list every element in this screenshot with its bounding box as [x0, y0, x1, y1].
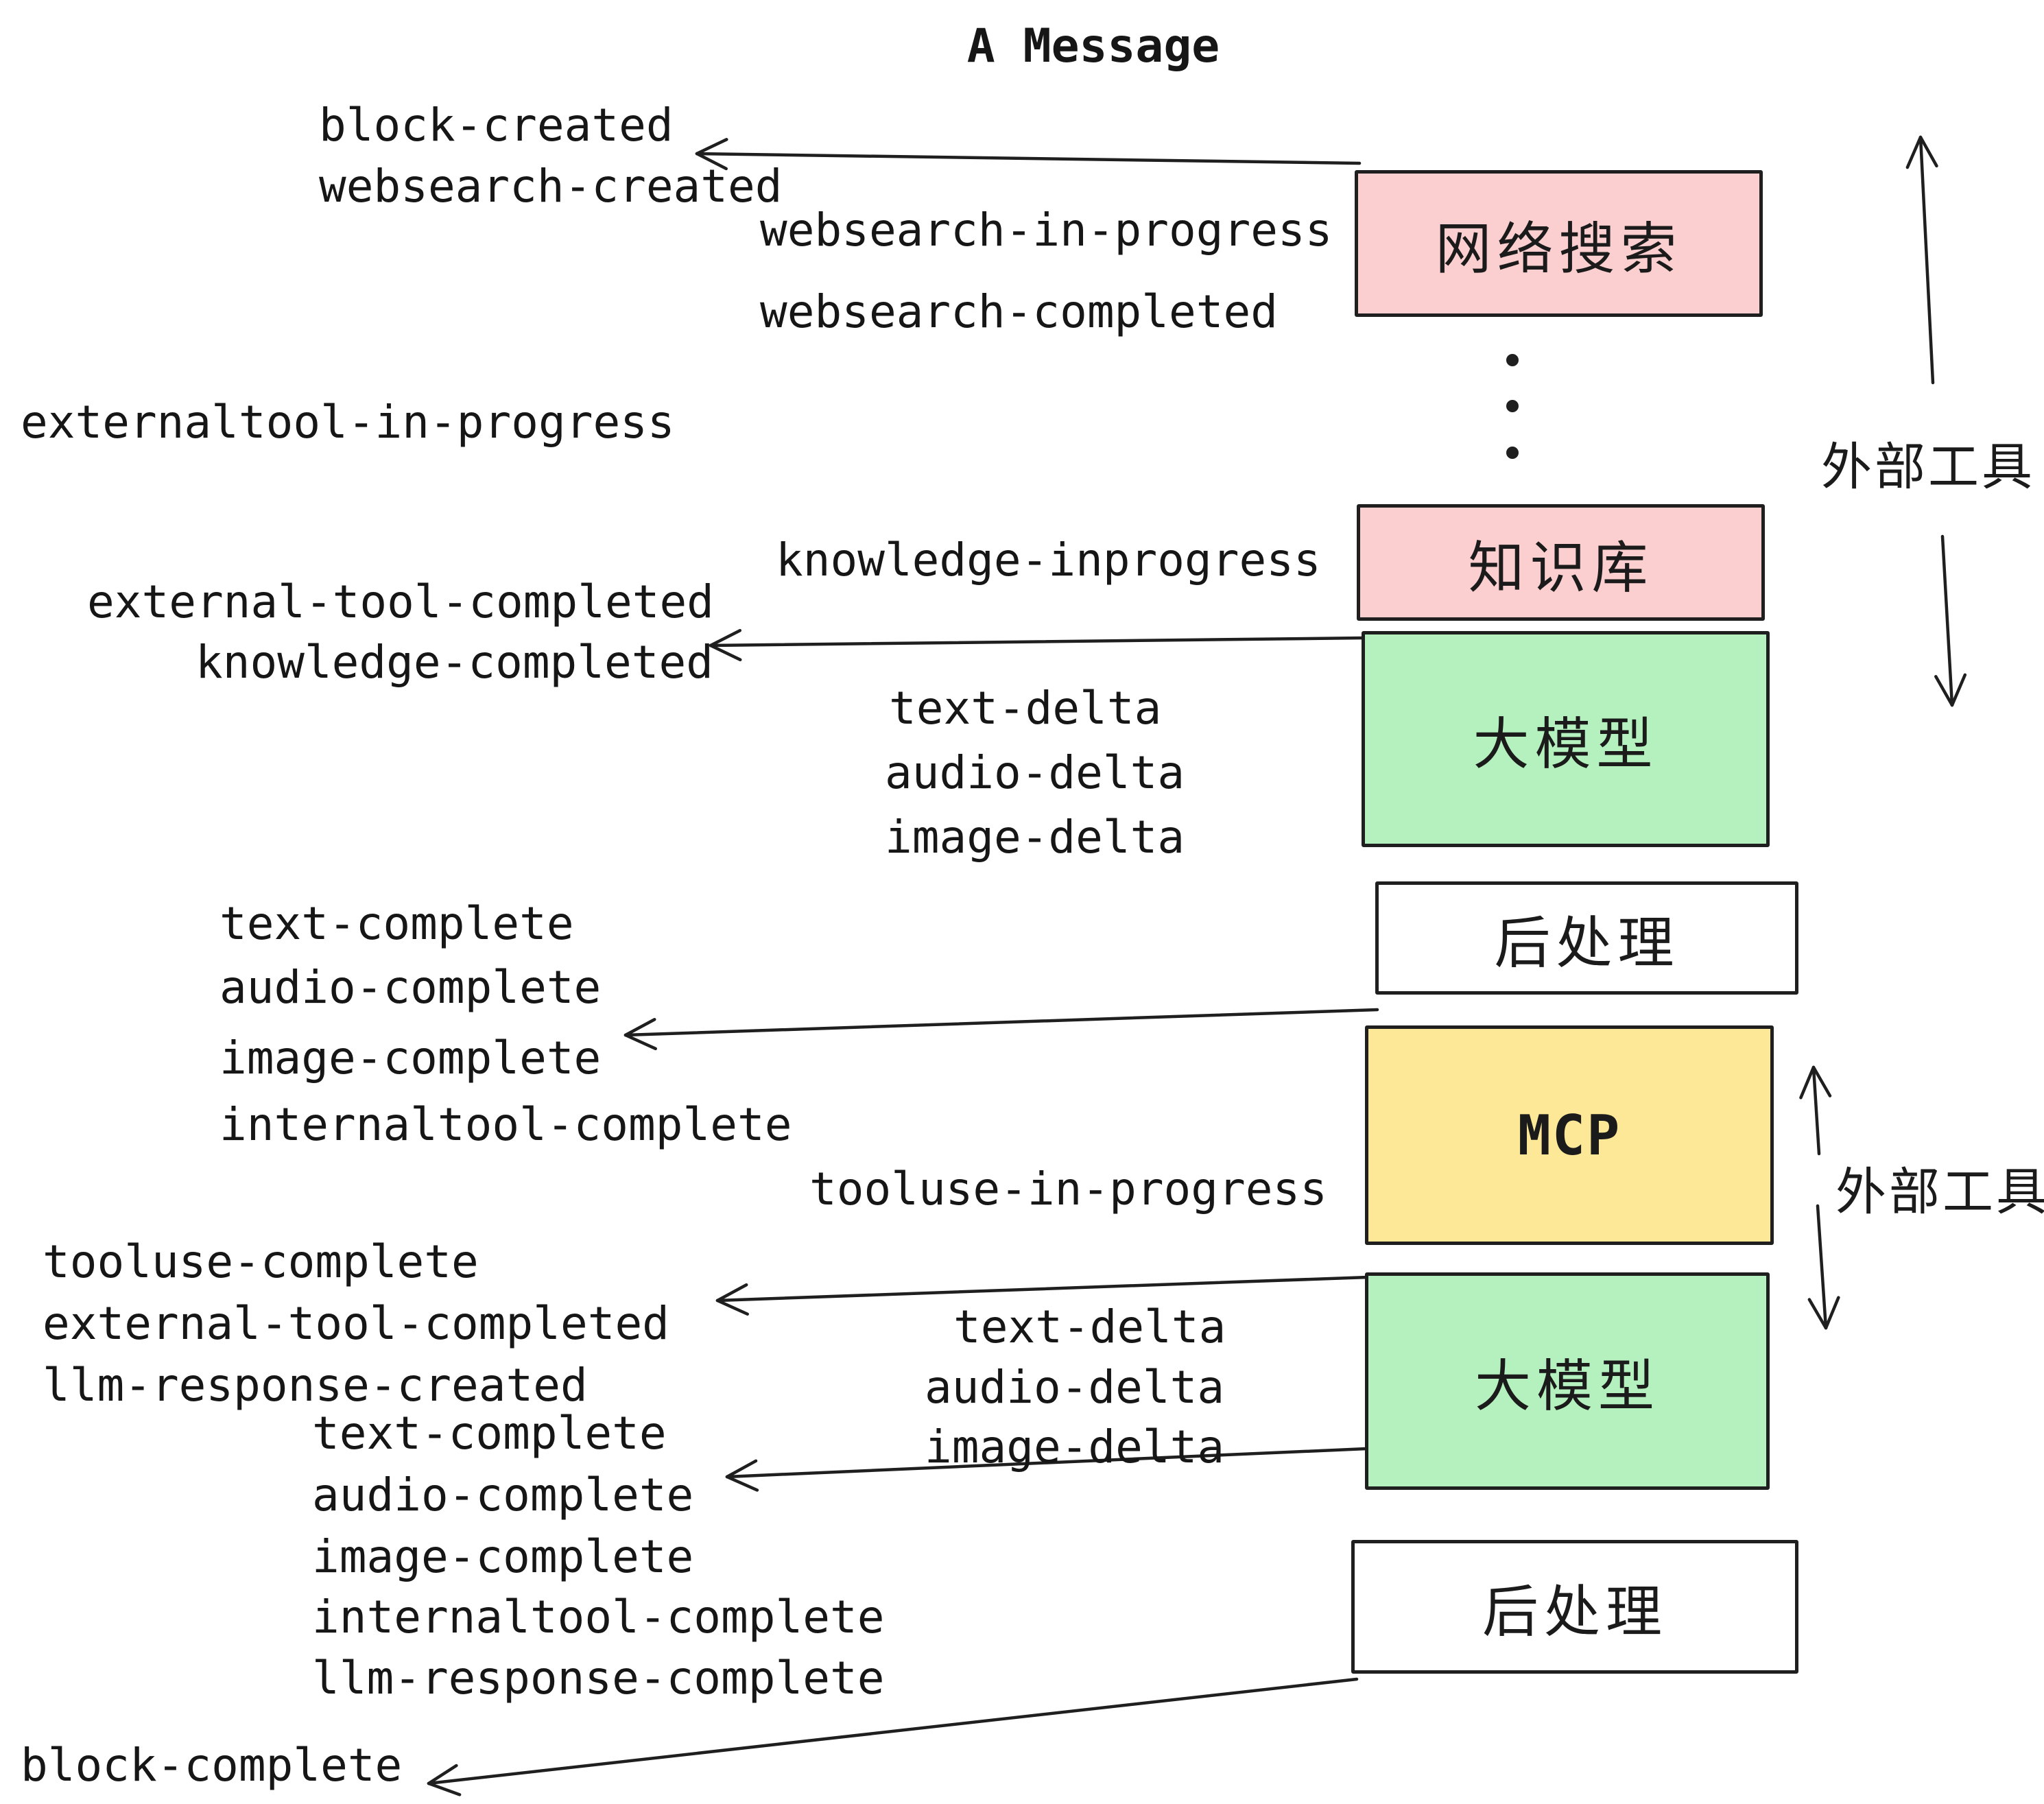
label-tooluse-in-progress: tooluse-in-progress [809, 1163, 1327, 1215]
label-knowledge-inprogress: knowledge-inprogress [776, 534, 1321, 586]
label-text-complete-1: text-complete [219, 897, 574, 950]
label-internaltool-complete-2: internaltool-complete [312, 1591, 885, 1643]
external-tools-arrow-down-top [1934, 534, 1967, 707]
label-image-delta-2: image-delta [925, 1421, 1225, 1473]
ellipsis-dot [1506, 400, 1519, 412]
label-external-tool-completed-2: external-tool-completed [43, 1297, 669, 1350]
box-knowledge-label: 知识库 [1468, 536, 1654, 600]
label-block-created: block-created [319, 99, 674, 152]
external-tools-label-top: 外部工具 [1821, 438, 2035, 495]
label-audio-delta-1: audio-delta [885, 746, 1185, 799]
label-image-complete-1: image-complete [219, 1032, 602, 1084]
label-websearch-in-progress: websearch-in-progress [760, 204, 1333, 257]
arrow-llm1-to-knowledge-completed [709, 628, 1366, 662]
label-externaltool-in-progress: externaltool-in-progress [21, 396, 675, 449]
box-postprocess-1: 后处理 [1375, 881, 1798, 995]
label-llm-response-created: llm-response-created [43, 1359, 588, 1412]
label-image-complete-2: image-complete [312, 1530, 694, 1583]
external-tools-label-bottom: 外部工具 [1835, 1163, 2044, 1220]
arrow-post1-to-image-complete [623, 1008, 1379, 1051]
box-llm-1: 大模型 [1362, 631, 1770, 847]
ellipsis-dot [1506, 354, 1519, 366]
label-audio-delta-2: audio-delta [925, 1361, 1225, 1414]
label-llm-response-complete: llm-response-complete [312, 1652, 885, 1705]
label-text-complete-2: text-complete [312, 1407, 667, 1460]
label-tooluse-complete: tooluse-complete [43, 1235, 479, 1288]
box-websearch-label: 网络搜索 [1435, 217, 1683, 281]
label-text-delta-2: text-delta [953, 1301, 1226, 1353]
diagram-title: A Message [966, 19, 1220, 73]
box-postprocess-2-label: 后处理 [1482, 1581, 1667, 1643]
label-external-tool-completed-1: external-tool-completed [87, 575, 714, 628]
ellipsis-dot [1506, 447, 1519, 459]
external-tools-arrow-up-bottom [1799, 1065, 1832, 1156]
box-knowledge: 知识库 [1357, 504, 1765, 621]
label-audio-complete-2: audio-complete [312, 1469, 694, 1521]
label-websearch-created: websearch-created [319, 160, 783, 213]
box-postprocess-1-label: 后处理 [1494, 912, 1680, 975]
label-knowledge-completed: knowledge-completed [195, 636, 713, 689]
external-tools-arrow-up-top [1905, 135, 1938, 385]
label-block-complete: block-complete [21, 1739, 403, 1792]
label-websearch-completed: websearch-completed [760, 285, 1278, 338]
box-llm-2: 大模型 [1365, 1272, 1770, 1490]
arrow-websearch-to-created [695, 138, 1362, 171]
label-image-delta-1: image-delta [885, 811, 1185, 864]
box-mcp-label: MCP [1517, 1103, 1621, 1167]
label-audio-complete-1: audio-complete [219, 961, 602, 1014]
label-internaltool-complete-1: internaltool-complete [219, 1098, 792, 1151]
external-tools-arrow-down-bottom [1807, 1204, 1840, 1330]
box-postprocess-2: 后处理 [1351, 1540, 1798, 1674]
box-websearch: 网络搜索 [1355, 170, 1763, 317]
box-mcp: MCP [1365, 1025, 1774, 1245]
label-text-delta-1: text-delta [889, 682, 1162, 735]
box-llm-2-label: 大模型 [1474, 1355, 1660, 1418]
box-llm-1-label: 大模型 [1473, 713, 1659, 776]
